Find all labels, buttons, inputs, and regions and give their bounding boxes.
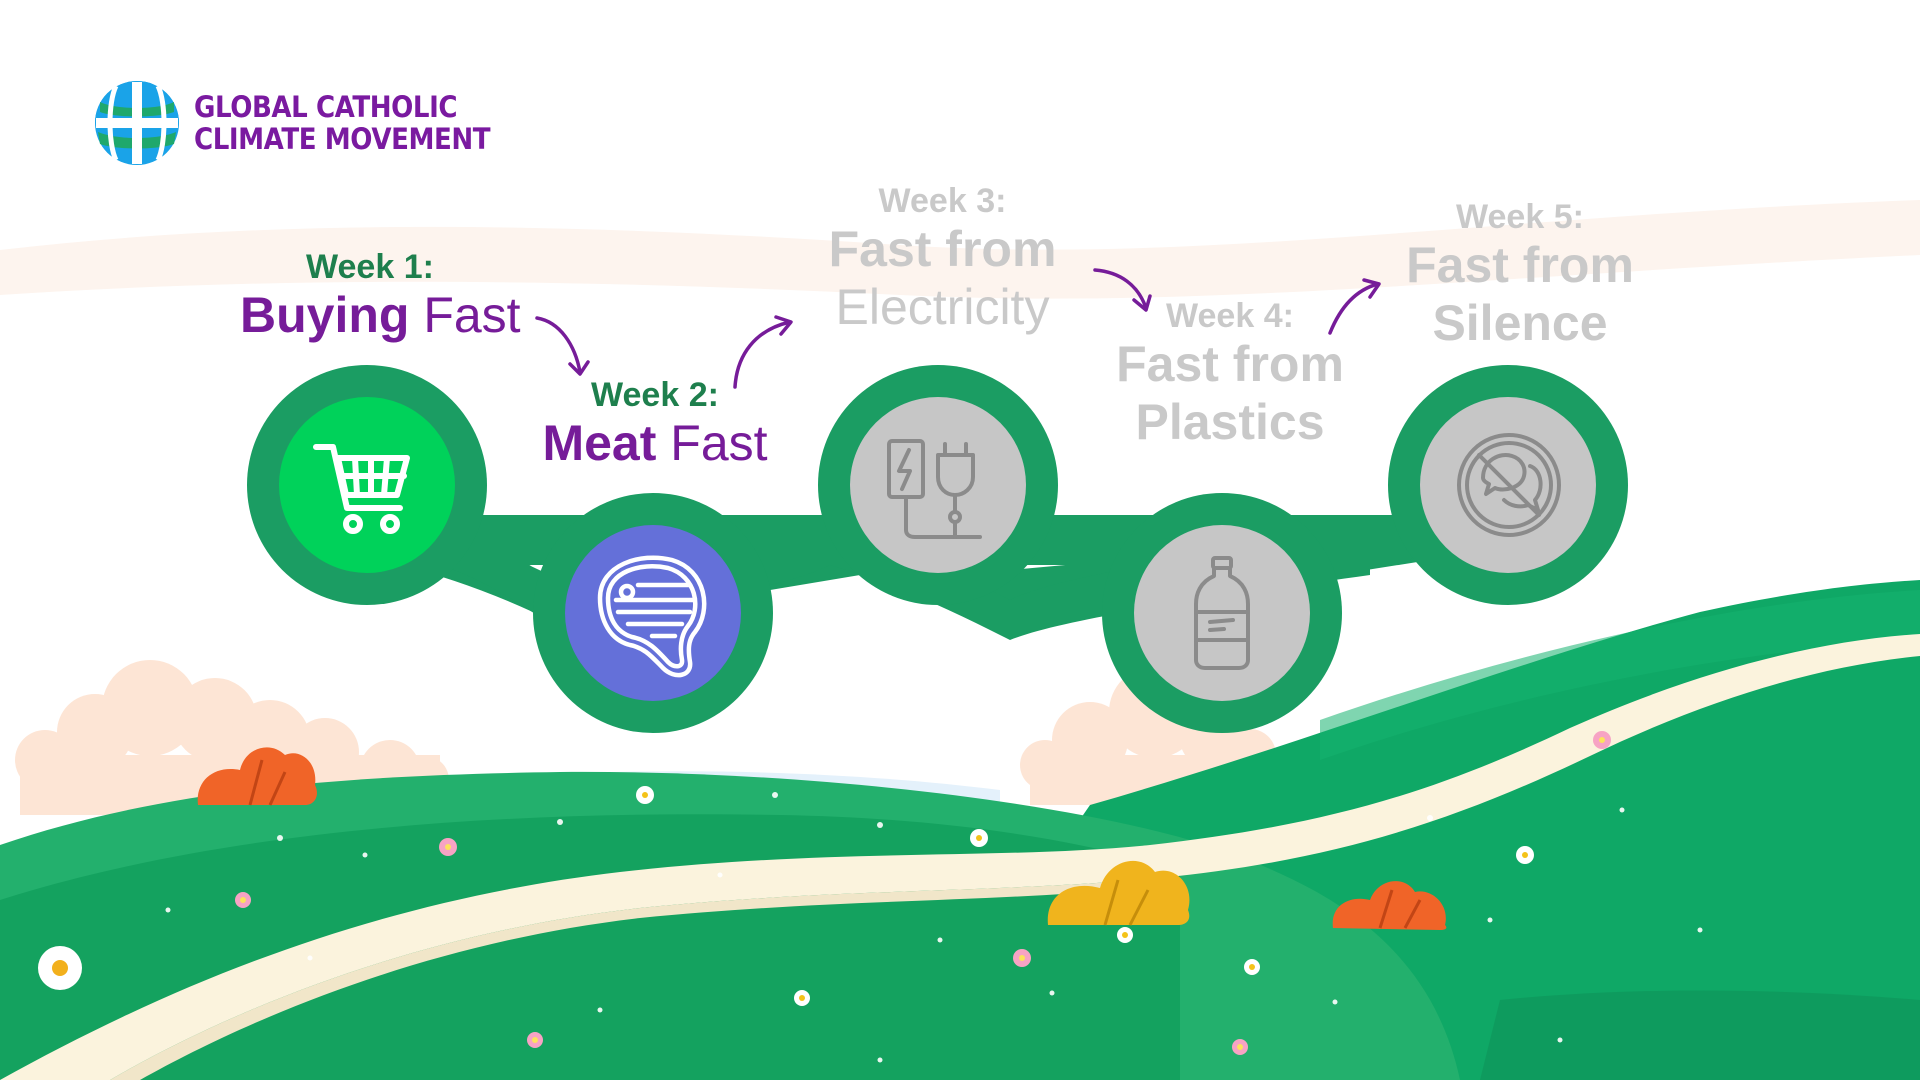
globe-icon — [95, 81, 179, 165]
week-4-number: Week 4: — [1166, 297, 1294, 335]
week-2-label: Week 2: Meat Fast — [525, 376, 785, 472]
week-4-label: Week 4: Fast from Plastics — [1095, 297, 1365, 451]
brand-logo: GLOBAL CATHOLIC CLIMATE MOVEMENT — [94, 80, 523, 166]
week-3-title-line-1: Fast from — [828, 221, 1057, 277]
brand-name-line-1: GLOBAL CATHOLIC — [194, 90, 458, 124]
week-2-title-bold: Meat — [542, 415, 657, 471]
brand-name: GLOBAL CATHOLIC CLIMATE MOVEMENT — [194, 90, 491, 156]
bush-orange-left — [197, 747, 317, 806]
week-2-title: Meat Fast — [525, 414, 785, 472]
week-5-number: Week 5: — [1456, 198, 1584, 236]
brand-name-line-2: CLIMATE MOVEMENT — [194, 122, 491, 156]
week-5-title-line-1: Fast from — [1406, 237, 1634, 293]
week-5-title-line-2: Silence — [1432, 295, 1608, 351]
week-1-title-bold: Buying — [240, 287, 410, 343]
week-1-number: Week 1: — [306, 248, 434, 286]
week-3-title-line-2: Electricity — [835, 279, 1050, 335]
week-1-label: Week 1: Buying Fast — [240, 248, 521, 344]
week-2-title-rest: Fast — [656, 415, 768, 471]
week-2-number: Week 2: — [591, 376, 719, 414]
week-3-label: Week 3: Fast from Electricity — [800, 182, 1085, 336]
week-4-title-line-1: Fast from — [1116, 336, 1344, 392]
week-1-title: Buying Fast — [240, 286, 521, 344]
week-3-number: Week 3: — [878, 182, 1007, 220]
flowers — [38, 731, 1703, 1063]
bush-orange-right — [1332, 881, 1447, 930]
week-4-title-line-2: Plastics — [1135, 394, 1325, 450]
bush-yellow — [1047, 860, 1190, 926]
week-1-title-rest: Fast — [409, 287, 521, 343]
week-5-label: Week 5: Fast from Silence — [1385, 198, 1655, 352]
